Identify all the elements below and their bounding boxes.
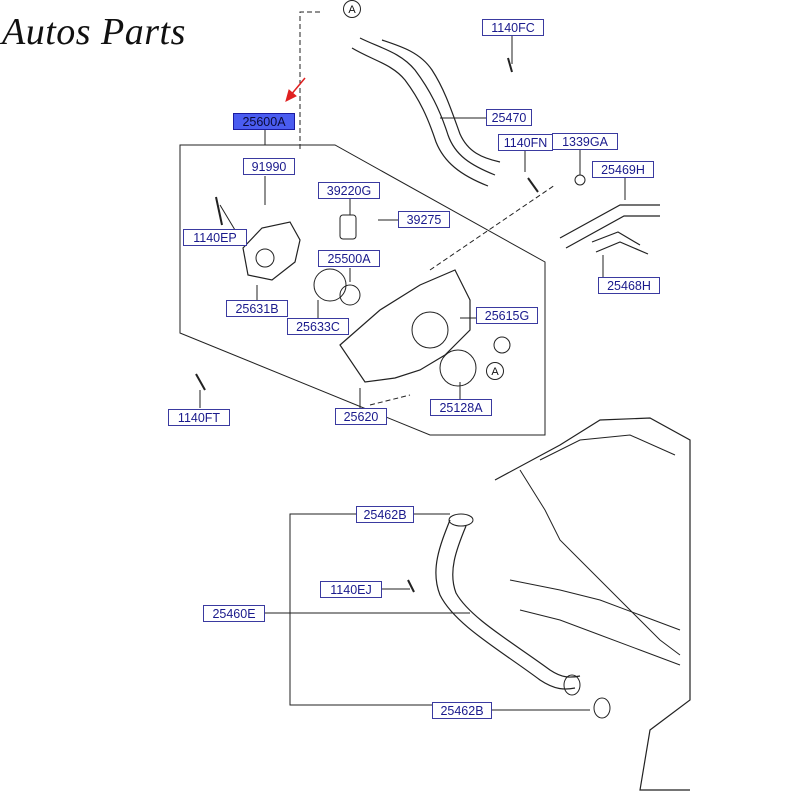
outlet-flange — [243, 222, 300, 280]
part-label-25462b-bottom[interactable]: 25462B — [432, 702, 492, 719]
part-label-1140ep[interactable]: 1140EP — [183, 229, 247, 246]
part-label-25500a[interactable]: 25500A — [318, 250, 380, 267]
part-label-1339ga[interactable]: 1339GA — [552, 133, 618, 150]
thermostat-housing — [340, 270, 470, 382]
part-label-1140fc[interactable]: 1140FC — [482, 19, 544, 36]
dashed-guide-line — [300, 12, 320, 150]
part-label-25128a[interactable]: 25128A — [430, 399, 492, 416]
part-label-25468h[interactable]: 25468H — [598, 277, 660, 294]
hose-25460e — [436, 520, 575, 689]
part-label-39275[interactable]: 39275 — [398, 211, 450, 228]
assembly-frame — [179, 144, 546, 436]
part-label-1140fn[interactable]: 1140FN — [498, 134, 553, 151]
pipe-25468h — [592, 232, 640, 245]
part-label-25460e[interactable]: 25460E — [203, 605, 265, 622]
dashed-link — [430, 185, 555, 270]
part-label-39220g[interactable]: 39220G — [318, 182, 380, 199]
part-label-25633c[interactable]: 25633C — [287, 318, 349, 335]
red-arrow-icon — [285, 78, 305, 102]
part-label-25469h[interactable]: 25469H — [592, 161, 654, 178]
part-label-1140ft[interactable]: 1140FT — [168, 409, 230, 426]
engine-block — [495, 418, 690, 790]
brand-watermark: Autos Parts — [2, 11, 186, 53]
part-label-25631b[interactable]: 25631B — [226, 300, 288, 317]
pipe-25469h — [560, 205, 660, 238]
part-label-25615g[interactable]: 25615G — [476, 307, 538, 324]
part-label-25600a[interactable]: 25600A — [233, 113, 295, 130]
pipe-25470 — [360, 38, 495, 175]
part-label-91990[interactable]: 91990 — [243, 158, 295, 175]
callout-a-mid: A — [486, 362, 504, 380]
callout-a-top: A — [343, 0, 361, 18]
part-label-1140ej[interactable]: 1140EJ — [320, 581, 382, 598]
part-label-25470[interactable]: 25470 — [486, 109, 532, 126]
hose-bracket — [290, 514, 432, 705]
part-label-25620[interactable]: 25620 — [335, 408, 387, 425]
part-label-25462b-top[interactable]: 25462B — [356, 506, 414, 523]
dashed-link-2 — [370, 395, 410, 405]
